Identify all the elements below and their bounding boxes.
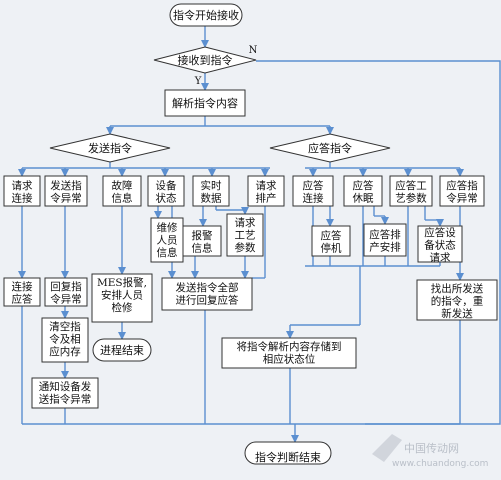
send-error-box: [44, 175, 88, 207]
reply-error-box: [439, 175, 485, 207]
store-status-box: [221, 337, 357, 369]
alarm-info-box: [182, 225, 222, 257]
send-decision: [49, 133, 171, 163]
mes-alarm-box: [91, 273, 153, 323]
end-terminal: [244, 441, 332, 465]
reply-stop-label: 应答停机: [321, 229, 342, 255]
reply-send-error-label: 回复指令异常: [50, 280, 82, 306]
realtime-data-box: [192, 175, 230, 207]
reply-params-label: 应答工艺参数: [395, 179, 427, 205]
reply-schedule-label: 应答排产安排: [369, 228, 401, 254]
request-connect-label: 请求连接: [12, 179, 33, 205]
device-status-box: [147, 175, 185, 207]
end-label: 指令判断结束: [255, 450, 321, 464]
send-all-reply-box: [161, 277, 253, 311]
reply-sleep-box: [343, 175, 383, 207]
reply-error-label: 应答指令异常: [446, 179, 478, 205]
branch-no-label: N: [249, 45, 258, 56]
watermark-logo-icon: [372, 434, 402, 462]
notify-device-label: 通知设备发送指令异常: [39, 380, 92, 406]
request-schedule-box: [247, 175, 285, 207]
watermark-site-cn: 中国传动网: [404, 442, 459, 455]
reply-connect-box: [292, 175, 334, 207]
reply-stop-box: [311, 225, 351, 257]
parse-box: [164, 89, 246, 117]
clear-memory-box: [41, 317, 89, 363]
watermark-site-url: www.chuandong.com: [392, 459, 488, 469]
reply-schedule-box: [363, 223, 407, 257]
mes-alarm-label: MES报警,安排人员检修: [97, 276, 147, 314]
receive-decision-label: 接收到指令: [178, 53, 233, 67]
reply-connect-label: 应答连接: [303, 179, 324, 205]
send-decision-label: 发送指令: [88, 141, 132, 155]
resend-label: 找出所发送的指令，重新发送: [431, 282, 484, 320]
reply-decision: [269, 133, 391, 163]
reply-sleep-label: 应答休眠: [353, 179, 374, 205]
request-schedule-label: 请求排产: [256, 179, 277, 205]
maint-staff-box: [150, 217, 184, 263]
resend-box: [416, 279, 498, 321]
parse-label: 解析指令内容: [172, 96, 238, 110]
process-end-label: 进程结束: [100, 344, 144, 357]
alarm-info-label: 报警信息: [192, 229, 213, 255]
realtime-data-label: 实时数据: [201, 179, 222, 205]
request-connect-box: [3, 175, 41, 207]
notify-device-box: [31, 377, 99, 409]
reply-params-box: [389, 175, 433, 207]
process-end-terminal: [92, 338, 152, 362]
maint-staff-label: 维修人员信息: [157, 221, 178, 259]
reply-send-error-box: [44, 277, 88, 307]
watermark: 中国传动网 www.chuandong.com: [372, 434, 488, 469]
reply-device-status-box: [417, 225, 463, 263]
reply-decision-label: 应答指令: [308, 141, 352, 155]
connect-reply-label: 连接应答: [12, 280, 33, 306]
device-status-label: 设备状态: [156, 179, 177, 205]
clear-memory-label: 清空指令及相应内存: [49, 320, 81, 358]
connect-reply-box: [3, 277, 41, 307]
branch-yes-label: Y: [194, 76, 202, 87]
fault-info-label: 故障信息: [112, 179, 133, 205]
start-terminal: [169, 3, 243, 27]
receive-decision: [153, 46, 257, 74]
start-label: 指令开始接收: [173, 8, 239, 22]
send-error-label: 发送指令异常: [50, 179, 82, 205]
send-all-reply-label: 发送指令全部进行回复应答: [176, 281, 239, 307]
store-status-label: 将指令解析内容存储到相应状态位: [237, 340, 342, 366]
request-params-label: 请求工艺参数: [235, 216, 256, 254]
request-params-box: [226, 213, 264, 257]
reply-device-status-label: 应答设备状态请求: [424, 226, 456, 264]
fault-info-box: [102, 175, 142, 207]
